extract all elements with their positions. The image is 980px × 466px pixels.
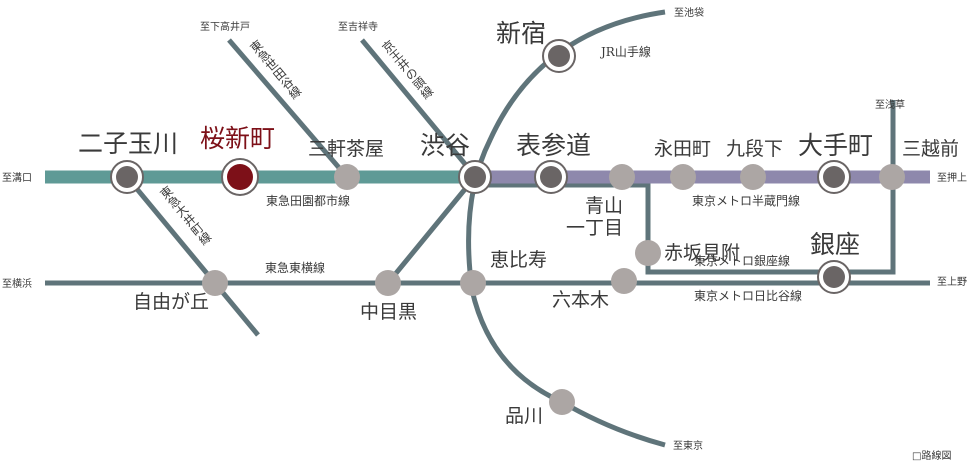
label-aoyama-1: 青山	[585, 195, 623, 217]
ginza-line	[478, 100, 896, 275]
caption: □路線図	[912, 449, 951, 462]
label-omotesando: 表参道	[516, 131, 591, 160]
station-futakotamagawa[interactable]	[110, 160, 144, 194]
station-shinagawa[interactable]	[549, 389, 575, 415]
station-nakameguro[interactable]	[375, 270, 401, 296]
label-nakameguro: 中目黒	[360, 301, 417, 323]
dest-tokyo: 至東京	[673, 439, 703, 452]
label-mitsukoshimae: 三越前	[902, 138, 959, 160]
label-ginza: 銀座	[810, 230, 860, 259]
dest-kichijoji: 至吉祥寺	[338, 20, 378, 33]
station-nagatacho[interactable]	[670, 164, 696, 190]
station-shinjuku[interactable]	[542, 39, 576, 73]
line-label-toyoko: 東急東横線	[265, 260, 325, 275]
label-sangenjaya: 三軒茶屋	[308, 138, 384, 160]
station-otemachi[interactable]	[817, 160, 851, 194]
label-akasakamitsuke: 赤坂見附	[664, 242, 740, 264]
label-nagatacho: 永田町	[654, 138, 711, 160]
label-roppongi: 六本木	[552, 289, 609, 311]
label-otemachi: 大手町	[798, 131, 873, 160]
station-sakurashinmachi[interactable]	[221, 158, 259, 196]
label-aoyama-2: 一丁目	[566, 217, 623, 239]
label-shibuya: 渋谷	[420, 131, 470, 160]
oimachi-line	[125, 175, 260, 337]
dest-oshiage: 至押上	[937, 171, 967, 184]
label-futakotamagawa: 二子玉川	[78, 129, 178, 158]
toyoko-line	[45, 175, 477, 286]
dest-asakusa: 至浅草	[875, 98, 905, 111]
station-aoyama-itchome[interactable]	[609, 164, 635, 190]
inokashira-line	[360, 38, 472, 172]
station-ebisu[interactable]	[460, 270, 486, 296]
label-sakurashinmachi: 桜新町	[200, 124, 275, 153]
line-label-hanzomon: 東京メトロ半蔵門線	[692, 193, 800, 208]
setagaya-line	[227, 38, 349, 179]
dest-ikebukuro: 至池袋	[674, 6, 704, 19]
line-label-ginza: 東京メトロ銀座線	[694, 253, 790, 268]
label-ebisu: 恵比寿	[490, 249, 547, 271]
station-omotesando[interactable]	[534, 160, 568, 194]
station-ginza[interactable]	[817, 260, 851, 294]
station-jiyugaoka[interactable]	[202, 270, 228, 296]
station-shibuya[interactable]	[458, 160, 492, 194]
line-label-denentoshi: 東急田園都市線	[266, 193, 350, 208]
station-mitsukoshimae[interactable]	[879, 164, 905, 190]
label-kudanshita: 九段下	[726, 138, 783, 160]
station-sangenjaya[interactable]	[334, 164, 360, 190]
station-kudanshita[interactable]	[740, 164, 766, 190]
label-shinagawa: 品川	[505, 405, 543, 427]
dest-mizonokuchi: 至溝口	[2, 171, 32, 184]
line-label-yamanote: JR山手線	[599, 44, 651, 59]
station-roppongi[interactable]	[611, 268, 637, 294]
dest-yokohama: 至横浜	[2, 277, 32, 290]
dest-ueno: 至上野	[937, 276, 967, 288]
station-akasakamitsuke[interactable]	[635, 240, 661, 266]
line-label-oimachi: 東急大井町線	[156, 183, 213, 247]
label-shinjuku: 新宿	[496, 19, 546, 48]
dest-shimotakaido: 至下高井戸	[200, 20, 250, 33]
label-jiyugaoka: 自由が丘	[133, 291, 209, 313]
line-label-hibiya: 東京メトロ日比谷線	[694, 288, 802, 303]
